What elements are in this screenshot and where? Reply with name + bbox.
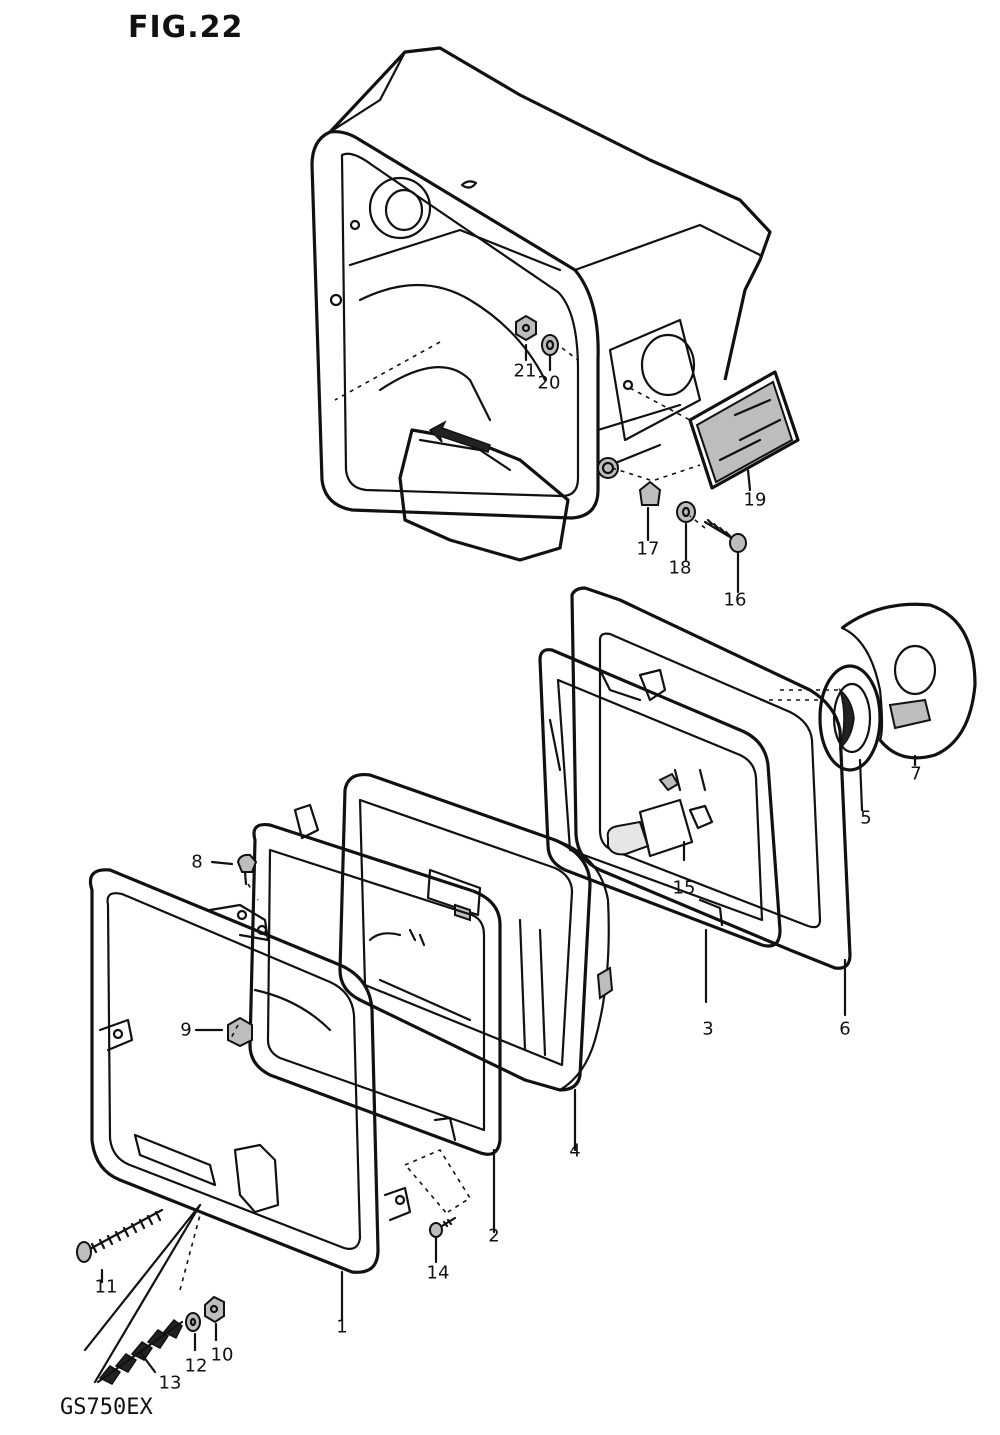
part-label-14: 14 bbox=[426, 1262, 450, 1284]
bulb-15 bbox=[606, 768, 714, 858]
part-label-10: 10 bbox=[210, 1344, 234, 1366]
part-label-5: 5 bbox=[860, 807, 872, 829]
nut-10 bbox=[204, 1295, 225, 1324]
figure-title: FIG.22 bbox=[128, 10, 244, 45]
model-code: GS750EX bbox=[60, 1395, 153, 1420]
part-label-13: 13 bbox=[158, 1372, 182, 1394]
part-label-8: 8 bbox=[191, 851, 203, 873]
screw-14 bbox=[429, 1216, 457, 1238]
part-label-16: 16 bbox=[723, 589, 747, 611]
part-label-7: 7 bbox=[910, 763, 922, 785]
adjusting-screw-11 bbox=[76, 1208, 164, 1263]
screw-8 bbox=[236, 853, 258, 886]
outer-rim-1 bbox=[88, 868, 412, 1274]
washer-12 bbox=[185, 1312, 201, 1332]
part-label-2: 2 bbox=[488, 1225, 500, 1247]
spacer-17 bbox=[638, 480, 662, 506]
part-label-15: 15 bbox=[672, 877, 696, 899]
part-label-1: 1 bbox=[336, 1316, 348, 1338]
dust-cover-7 bbox=[840, 602, 977, 760]
part-label-18: 18 bbox=[668, 557, 692, 579]
headlight-housing bbox=[310, 46, 772, 562]
part-label-20: 20 bbox=[537, 372, 561, 394]
part-label-12: 12 bbox=[184, 1355, 208, 1377]
leader-lines bbox=[83, 341, 917, 1384]
washer-18 bbox=[676, 501, 696, 523]
socket-boot-5 bbox=[818, 664, 882, 772]
screw-16 bbox=[703, 518, 747, 553]
nut-21 bbox=[515, 314, 537, 342]
inner-rim-2 bbox=[248, 803, 502, 1156]
reflector-19 bbox=[688, 370, 800, 490]
part-label-6: 6 bbox=[839, 1018, 851, 1040]
part-label-4: 4 bbox=[569, 1140, 581, 1162]
part-label-21: 21 bbox=[513, 360, 537, 382]
washer-20 bbox=[541, 334, 559, 356]
headlight-frame-3 bbox=[538, 648, 782, 948]
part-label-9: 9 bbox=[180, 1019, 192, 1041]
sealed-beam-4 bbox=[338, 772, 614, 1092]
part-label-3: 3 bbox=[702, 1018, 714, 1040]
part-label-17: 17 bbox=[636, 538, 660, 560]
mounting-plate-6 bbox=[570, 586, 852, 970]
part-label-11: 11 bbox=[94, 1276, 118, 1298]
part-label-19: 19 bbox=[743, 489, 767, 511]
nut-9 bbox=[227, 1016, 253, 1048]
